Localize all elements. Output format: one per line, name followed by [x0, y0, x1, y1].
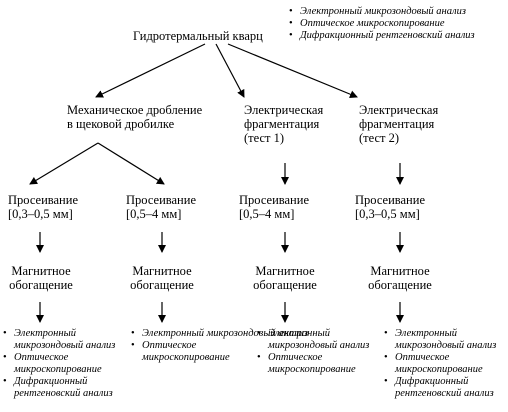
sieve-node-2: Просеивание [0,5–4 мм]: [126, 193, 196, 221]
magnetic-node-1: Магнитное обогащение: [9, 264, 73, 292]
arrow-mechanical-to-sieve-1: [29, 142, 99, 185]
arrow-root-to-electric-1: [215, 43, 245, 98]
magnetic-node-2: Магнитное обогащение: [130, 264, 194, 292]
method-item: Электронный микрозондовый анализ: [289, 6, 475, 18]
sieve-node-3: Просеивание [0,5–4 мм]: [239, 193, 309, 221]
root-methods-list: Электронный микрозондовый анализ Оптичес…: [289, 6, 475, 42]
arrow-mechanical-to-sieve-2: [97, 142, 165, 185]
magnetic-node-3: Магнитное обогащение: [253, 264, 317, 292]
magnetic-node-4: Магнитное обогащение: [368, 264, 432, 292]
method-item: Дифракционный рентгеновский анализ: [384, 376, 496, 400]
method-item: Дифракционный рентгеновский анализ: [3, 376, 115, 400]
branch-electric-fragmentation-2: Электрическая фрагментация (тест 2): [359, 103, 439, 145]
branch-mechanical-crushing: Механическое дробление в щековой дробилк…: [67, 103, 203, 131]
arrow-root-to-mechanical: [95, 43, 206, 98]
method-item: Электронный микрозондовый анализ: [257, 328, 369, 352]
root-node: Гидротермальный кварц: [133, 29, 263, 43]
sieve-node-4: Просеивание [0,3–0,5 мм]: [355, 193, 425, 221]
methods-list-3: Электронный микрозондовый анализ Оптичес…: [257, 328, 369, 376]
sieve-node-1: Просеивание [0,3–0,5 мм]: [8, 193, 78, 221]
method-item: Электронный микрозондовый анализ: [131, 328, 308, 340]
method-item: Оптическое микроскопирование: [3, 352, 115, 376]
method-item: Оптическое микроскопирование: [289, 18, 475, 30]
root-label: Гидротермальный кварц: [133, 29, 263, 43]
methods-list-2: Электронный микрозондовый анализ Оптичес…: [131, 328, 308, 364]
method-item: Оптическое микроскопирование: [257, 352, 369, 376]
arrow-root-to-electric-2: [227, 43, 358, 99]
method-item: Дифракционный рентгеновский анализ: [289, 30, 475, 42]
methods-list-4: Электронный микрозондовый анализ Оптичес…: [384, 328, 496, 400]
branch-electric-fragmentation-1: Электрическая фрагментация (тест 1): [244, 103, 324, 145]
method-item: Оптическое микроскопирование: [131, 340, 308, 364]
method-item: Электронный микрозондовый анализ: [384, 328, 496, 352]
methods-list-1: Электронный микрозондовый анализ Оптичес…: [3, 328, 115, 400]
method-item: Оптическое микроскопирование: [384, 352, 496, 376]
method-item: Электронный микрозондовый анализ: [3, 328, 115, 352]
